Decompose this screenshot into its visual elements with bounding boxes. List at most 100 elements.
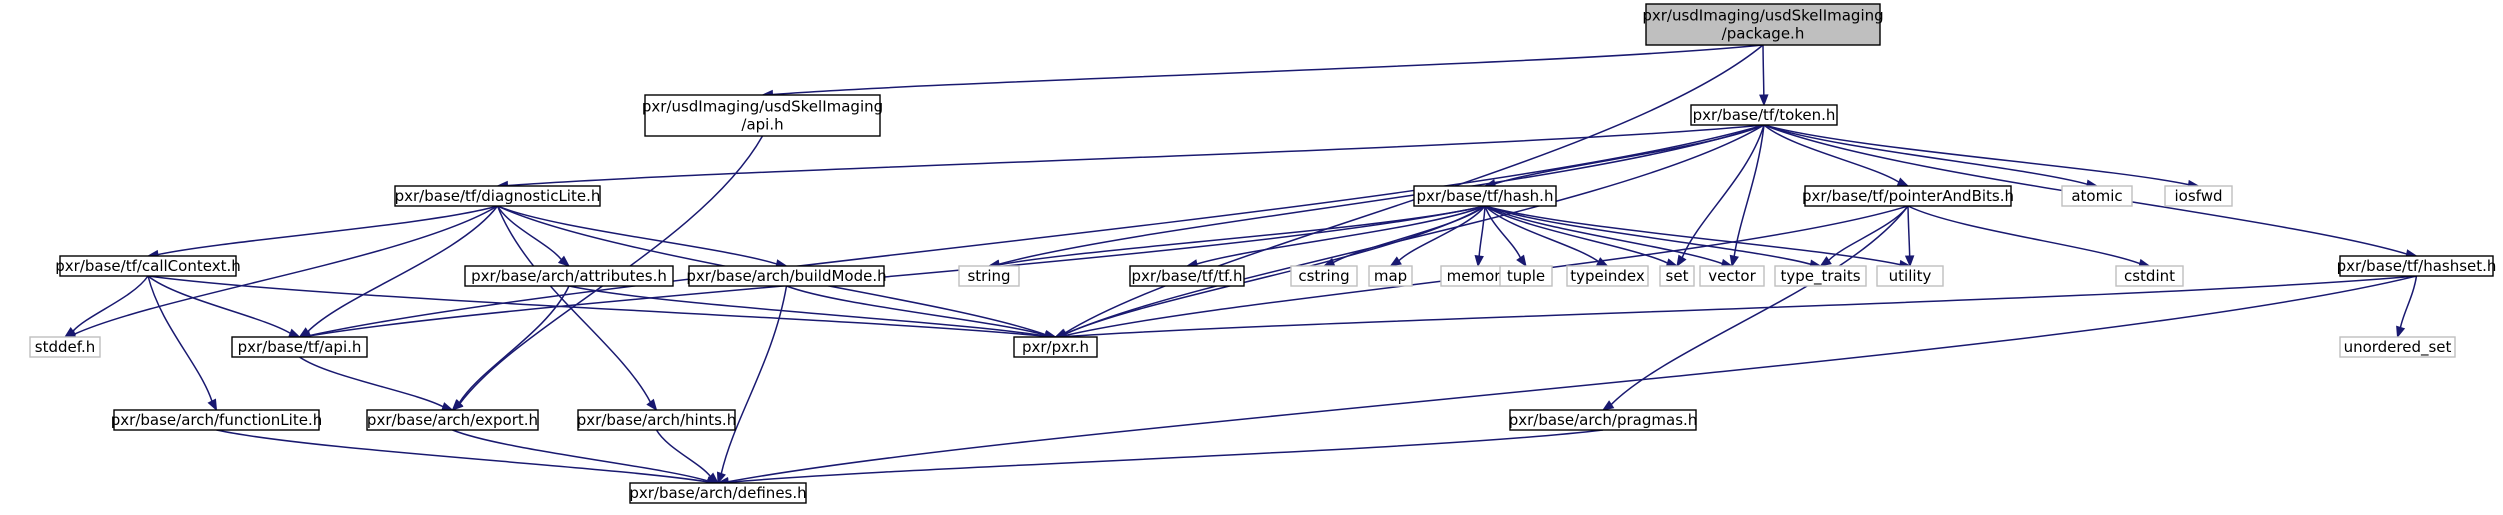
node-label: pxr/base/tf/hashset.h xyxy=(2337,257,2497,275)
edge-line xyxy=(507,124,1765,187)
node-box xyxy=(958,265,1020,287)
arrowhead xyxy=(1389,256,1402,267)
node-label: pxr/base/arch/defines.h xyxy=(629,484,806,502)
arrowhead xyxy=(2396,325,2406,339)
edge-line xyxy=(74,205,498,335)
edge-hashset-to-unordered_set xyxy=(2396,275,2418,339)
edge-hints-to-defines xyxy=(655,429,720,484)
node-memory: memory xyxy=(1440,265,1516,287)
edge-line xyxy=(147,275,213,402)
edge-line xyxy=(147,275,291,334)
arrowhead xyxy=(207,398,218,412)
node-label: pxr/pxr.h xyxy=(1022,338,1089,356)
node-hash[interactable]: pxr/base/tf/hash.h xyxy=(1413,185,1557,207)
node-box xyxy=(1876,265,1944,287)
node-box xyxy=(1566,265,1649,287)
arrowhead xyxy=(1904,255,1915,268)
node-label: cstring xyxy=(1298,267,1349,285)
edge-line xyxy=(307,205,499,333)
edge-line xyxy=(1398,205,1486,262)
edge-line xyxy=(309,124,1765,337)
edge-line xyxy=(309,205,1486,337)
node-pxr[interactable]: pxr/pxr.h xyxy=(1013,336,1098,358)
node-box xyxy=(1774,265,1867,287)
node-tf_api[interactable]: pxr/base/tf/api.h xyxy=(231,336,368,358)
node-label: pxr/base/tf/token.h xyxy=(1693,106,1836,124)
edge-hashset-to-defines xyxy=(716,275,2417,487)
node-token[interactable]: pxr/base/tf/token.h xyxy=(1690,104,1838,126)
node-pragmas[interactable]: pxr/base/arch/pragmas.h xyxy=(1509,409,1698,431)
edge-line xyxy=(1484,205,1901,266)
node-label: cstdint xyxy=(2124,267,2175,285)
edge-line xyxy=(568,285,1046,337)
node-label: unordered_set xyxy=(2344,338,2452,357)
edge-pragmas-to-defines xyxy=(716,429,1604,488)
node-box xyxy=(59,255,237,277)
edge-diagnosticLite-to-buildMode xyxy=(497,205,788,269)
node-box xyxy=(688,265,885,287)
edge-functionLite-to-defines xyxy=(216,429,720,487)
arrowhead xyxy=(716,471,726,485)
node-hashset[interactable]: pxr/base/tf/hashset.h xyxy=(2337,255,2497,277)
arrowhead xyxy=(1819,256,1832,267)
node-label: map xyxy=(1374,267,1407,285)
node-box xyxy=(2061,185,2133,207)
edge-hash-to-type_traits xyxy=(1484,205,1822,269)
node-box xyxy=(2339,336,2456,358)
node-pointerAndBits[interactable]: pxr/base/tf/pointerAndBits.h xyxy=(1802,185,2014,207)
node-export[interactable]: pxr/base/arch/export.h xyxy=(366,409,539,431)
edge-line xyxy=(1484,205,1599,263)
edge-line xyxy=(1610,205,1909,405)
node-box xyxy=(1013,336,1098,358)
node-box xyxy=(1368,265,1413,287)
edge-line xyxy=(1494,124,1765,185)
node-label: pxr/base/arch/functionLite.h xyxy=(111,411,322,429)
arrowhead xyxy=(287,328,301,338)
node-hints[interactable]: pxr/base/arch/hints.h xyxy=(577,409,736,431)
edge-line xyxy=(1733,124,1765,257)
edge-buildMode-to-defines xyxy=(716,285,788,485)
node-box xyxy=(1499,265,1553,287)
edge-tf_api-to-export xyxy=(299,356,454,412)
edge-hash-to-memory xyxy=(1474,205,1486,268)
node-box xyxy=(1690,104,1838,126)
node-api_usdskel[interactable]: pxr/usdImaging/usdSkelImaging/api.h xyxy=(642,94,883,137)
node-buildMode[interactable]: pxr/base/arch/buildMode.h xyxy=(686,265,887,287)
node-box xyxy=(366,409,539,431)
node-box xyxy=(577,409,736,431)
edge-line xyxy=(1484,205,1723,265)
edge-line xyxy=(157,205,498,256)
node-vector: vector xyxy=(1699,265,1765,287)
node-functionLite[interactable]: pxr/base/arch/functionLite.h xyxy=(111,409,322,431)
node-diagnosticLite[interactable]: pxr/base/tf/diagnosticLite.h xyxy=(394,185,601,207)
edge-package-to-token xyxy=(1759,44,1769,107)
node-stddef: stddef.h xyxy=(29,336,101,358)
node-box xyxy=(1659,265,1695,287)
node-label: pxr/base/tf/api.h xyxy=(238,338,362,356)
edge-hash-to-set xyxy=(1484,205,1679,268)
edge-line xyxy=(1196,205,1486,265)
node-label: pxr/base/arch/pragmas.h xyxy=(1509,411,1698,429)
node-iosfwd: iosfwd xyxy=(2164,185,2233,207)
edge-line xyxy=(1762,44,1765,96)
node-package[interactable]: pxr/usdImaging/usdSkelImaging/package.h xyxy=(1642,3,1884,46)
edge-line xyxy=(147,275,1046,338)
node-label: typeindex xyxy=(1570,267,1645,285)
edge-diagnosticLite-to-callContext xyxy=(146,205,498,260)
node-attributes[interactable]: pxr/base/arch/attributes.h xyxy=(464,265,674,287)
node-box xyxy=(1804,185,2012,207)
node-tf_h[interactable]: pxr/base/tf/tf.h xyxy=(1129,265,1245,287)
edge-line xyxy=(655,429,712,477)
edge-token-to-iosfwd xyxy=(1763,124,2200,190)
node-defines[interactable]: pxr/base/arch/defines.h xyxy=(629,482,807,504)
node-label: pxr/base/arch/hints.h xyxy=(577,411,736,429)
node-box xyxy=(1413,185,1557,207)
node-label: tuple xyxy=(1507,267,1545,285)
node-box xyxy=(29,336,101,358)
arrowhead xyxy=(557,255,571,267)
node-callContext[interactable]: pxr/base/tf/callContext.h xyxy=(55,255,241,277)
node-label: type_traits xyxy=(1780,267,1860,286)
node-label: pxr/base/arch/export.h xyxy=(367,411,538,429)
edge-line xyxy=(299,356,444,408)
arrowhead xyxy=(646,398,658,412)
